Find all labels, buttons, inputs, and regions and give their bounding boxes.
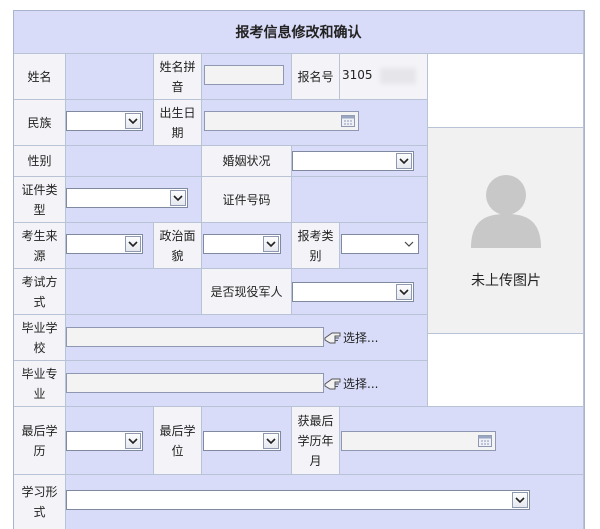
chevron-down-icon[interactable]	[396, 284, 412, 300]
reg-no-redacted	[380, 68, 416, 84]
label-id-number: 证件号码	[202, 177, 292, 223]
chevron-down-icon[interactable]	[125, 113, 141, 129]
reg-no-value: 3105	[342, 68, 373, 82]
political-select[interactable]	[203, 234, 281, 254]
label-gender: 性别	[14, 146, 66, 177]
label-marital: 婚姻状况	[202, 146, 292, 177]
grad-major-cell: 选择...	[66, 361, 428, 407]
chevron-down-icon[interactable]	[170, 190, 186, 206]
birth-date-cell	[202, 100, 428, 146]
study-form-cell	[66, 475, 584, 529]
label-id-type: 证件类型	[14, 177, 66, 223]
last-degree-select[interactable]	[203, 431, 281, 451]
last-edu-year-cell	[340, 407, 584, 475]
chevron-down-icon[interactable]	[263, 236, 279, 252]
active-military-select[interactable]	[292, 282, 414, 302]
active-military-cell	[292, 269, 428, 315]
chevron-down-icon[interactable]	[396, 153, 412, 169]
label-active-military: 是否现役军人	[202, 269, 292, 315]
photo-caption: 未上传图片	[471, 273, 541, 289]
marital-cell	[292, 146, 428, 177]
exam-category-select[interactable]	[341, 234, 419, 254]
chevron-down-icon[interactable]	[401, 236, 417, 252]
origin-cell	[66, 223, 154, 269]
gender-value	[66, 146, 202, 177]
pinyin-input[interactable]	[204, 65, 284, 85]
label-last-edu-year: 获最后学历年月	[292, 407, 340, 475]
grad-school-choose-label: 选择...	[343, 331, 379, 345]
label-grad-school: 毕业学校	[14, 315, 66, 361]
form-title: 报考信息修改和确认	[14, 11, 584, 54]
ethnicity-cell	[66, 100, 154, 146]
chevron-down-icon[interactable]	[263, 433, 279, 449]
id-type-cell	[66, 177, 202, 223]
calendar-icon[interactable]	[341, 115, 355, 127]
grad-major-choose[interactable]: 选择...	[324, 375, 378, 392]
last-edu-year-input[interactable]	[341, 431, 496, 451]
exam-category-cell	[340, 223, 428, 269]
photo-bottom-blank	[428, 334, 584, 407]
photo-area[interactable]: 未上传图片	[428, 128, 584, 334]
chevron-down-icon[interactable]	[125, 433, 141, 449]
exam-method-value	[66, 269, 202, 315]
user-placeholder-icon	[471, 175, 541, 248]
grad-school-choose[interactable]: 选择...	[324, 329, 378, 346]
chevron-down-icon[interactable]	[512, 492, 528, 508]
label-origin: 考生来源	[14, 223, 66, 269]
label-exam-category: 报考类别	[292, 223, 340, 269]
chevron-down-icon[interactable]	[125, 236, 141, 252]
last-education-cell	[66, 407, 154, 475]
label-last-degree: 最后学位	[154, 407, 202, 475]
political-cell	[202, 223, 292, 269]
hand-pointer-icon[interactable]	[324, 331, 342, 345]
label-birth-date: 出生日期	[154, 100, 202, 146]
label-study-form: 学习形式	[14, 475, 66, 529]
label-exam-method: 考试方式	[14, 269, 66, 315]
id-number-value	[292, 177, 428, 223]
name-value	[66, 54, 154, 100]
label-reg-no: 报名号	[292, 54, 340, 100]
last-degree-cell	[202, 407, 292, 475]
label-last-education: 最后学历	[14, 407, 66, 475]
label-ethnicity: 民族	[14, 100, 66, 146]
hand-pointer-icon[interactable]	[324, 377, 342, 391]
id-type-select[interactable]	[66, 188, 188, 208]
origin-select[interactable]	[66, 234, 143, 254]
marital-select[interactable]	[292, 151, 414, 171]
study-form-select[interactable]	[66, 490, 530, 510]
grad-school-input[interactable]	[66, 327, 324, 347]
ethnicity-select[interactable]	[66, 111, 143, 131]
grad-major-choose-label: 选择...	[343, 377, 379, 391]
registration-form: 报考信息修改和确认 姓名 姓名拼音 报名号 3105 民族 出生日期 未上传图片…	[13, 10, 585, 529]
birth-date-input[interactable]	[204, 111, 359, 131]
calendar-icon[interactable]	[478, 435, 492, 447]
label-political: 政治面貌	[154, 223, 202, 269]
reg-no-cell: 3105	[340, 54, 428, 100]
label-grad-major: 毕业专业	[14, 361, 66, 407]
pinyin-cell	[202, 54, 292, 100]
grad-major-input[interactable]	[66, 373, 324, 393]
grad-school-cell: 选择...	[66, 315, 428, 361]
label-pinyin: 姓名拼音	[154, 54, 202, 100]
last-education-select[interactable]	[66, 431, 143, 451]
photo-top-blank	[428, 54, 584, 128]
label-name: 姓名	[14, 54, 66, 100]
